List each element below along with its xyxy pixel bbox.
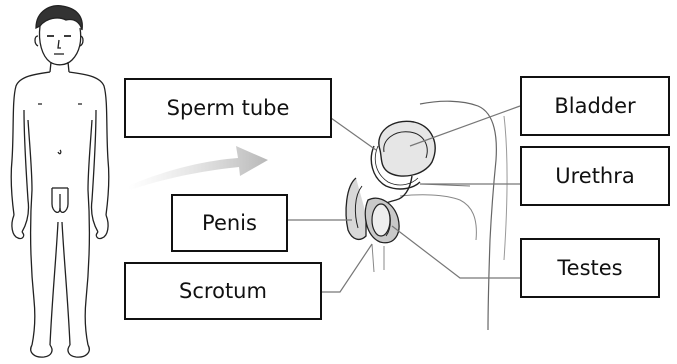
leader-line-scrotum bbox=[322, 244, 372, 292]
label-penis: Penis bbox=[171, 194, 288, 252]
label-testes: Testes bbox=[520, 238, 660, 298]
human-figure-icon bbox=[11, 6, 109, 357]
label-scrotum: Scrotum bbox=[124, 262, 322, 320]
label-bladder: Bladder bbox=[520, 76, 670, 136]
label-urethra: Urethra bbox=[520, 146, 670, 206]
zoom-arrow-icon bbox=[128, 146, 268, 190]
leader-line-testes bbox=[392, 226, 520, 278]
leader-line-sperm-tube bbox=[331, 118, 376, 150]
label-sperm-tube: Sperm tube bbox=[124, 78, 332, 138]
leader-line-bladder bbox=[410, 106, 520, 146]
male-reproductive-system-icon bbox=[346, 101, 507, 330]
